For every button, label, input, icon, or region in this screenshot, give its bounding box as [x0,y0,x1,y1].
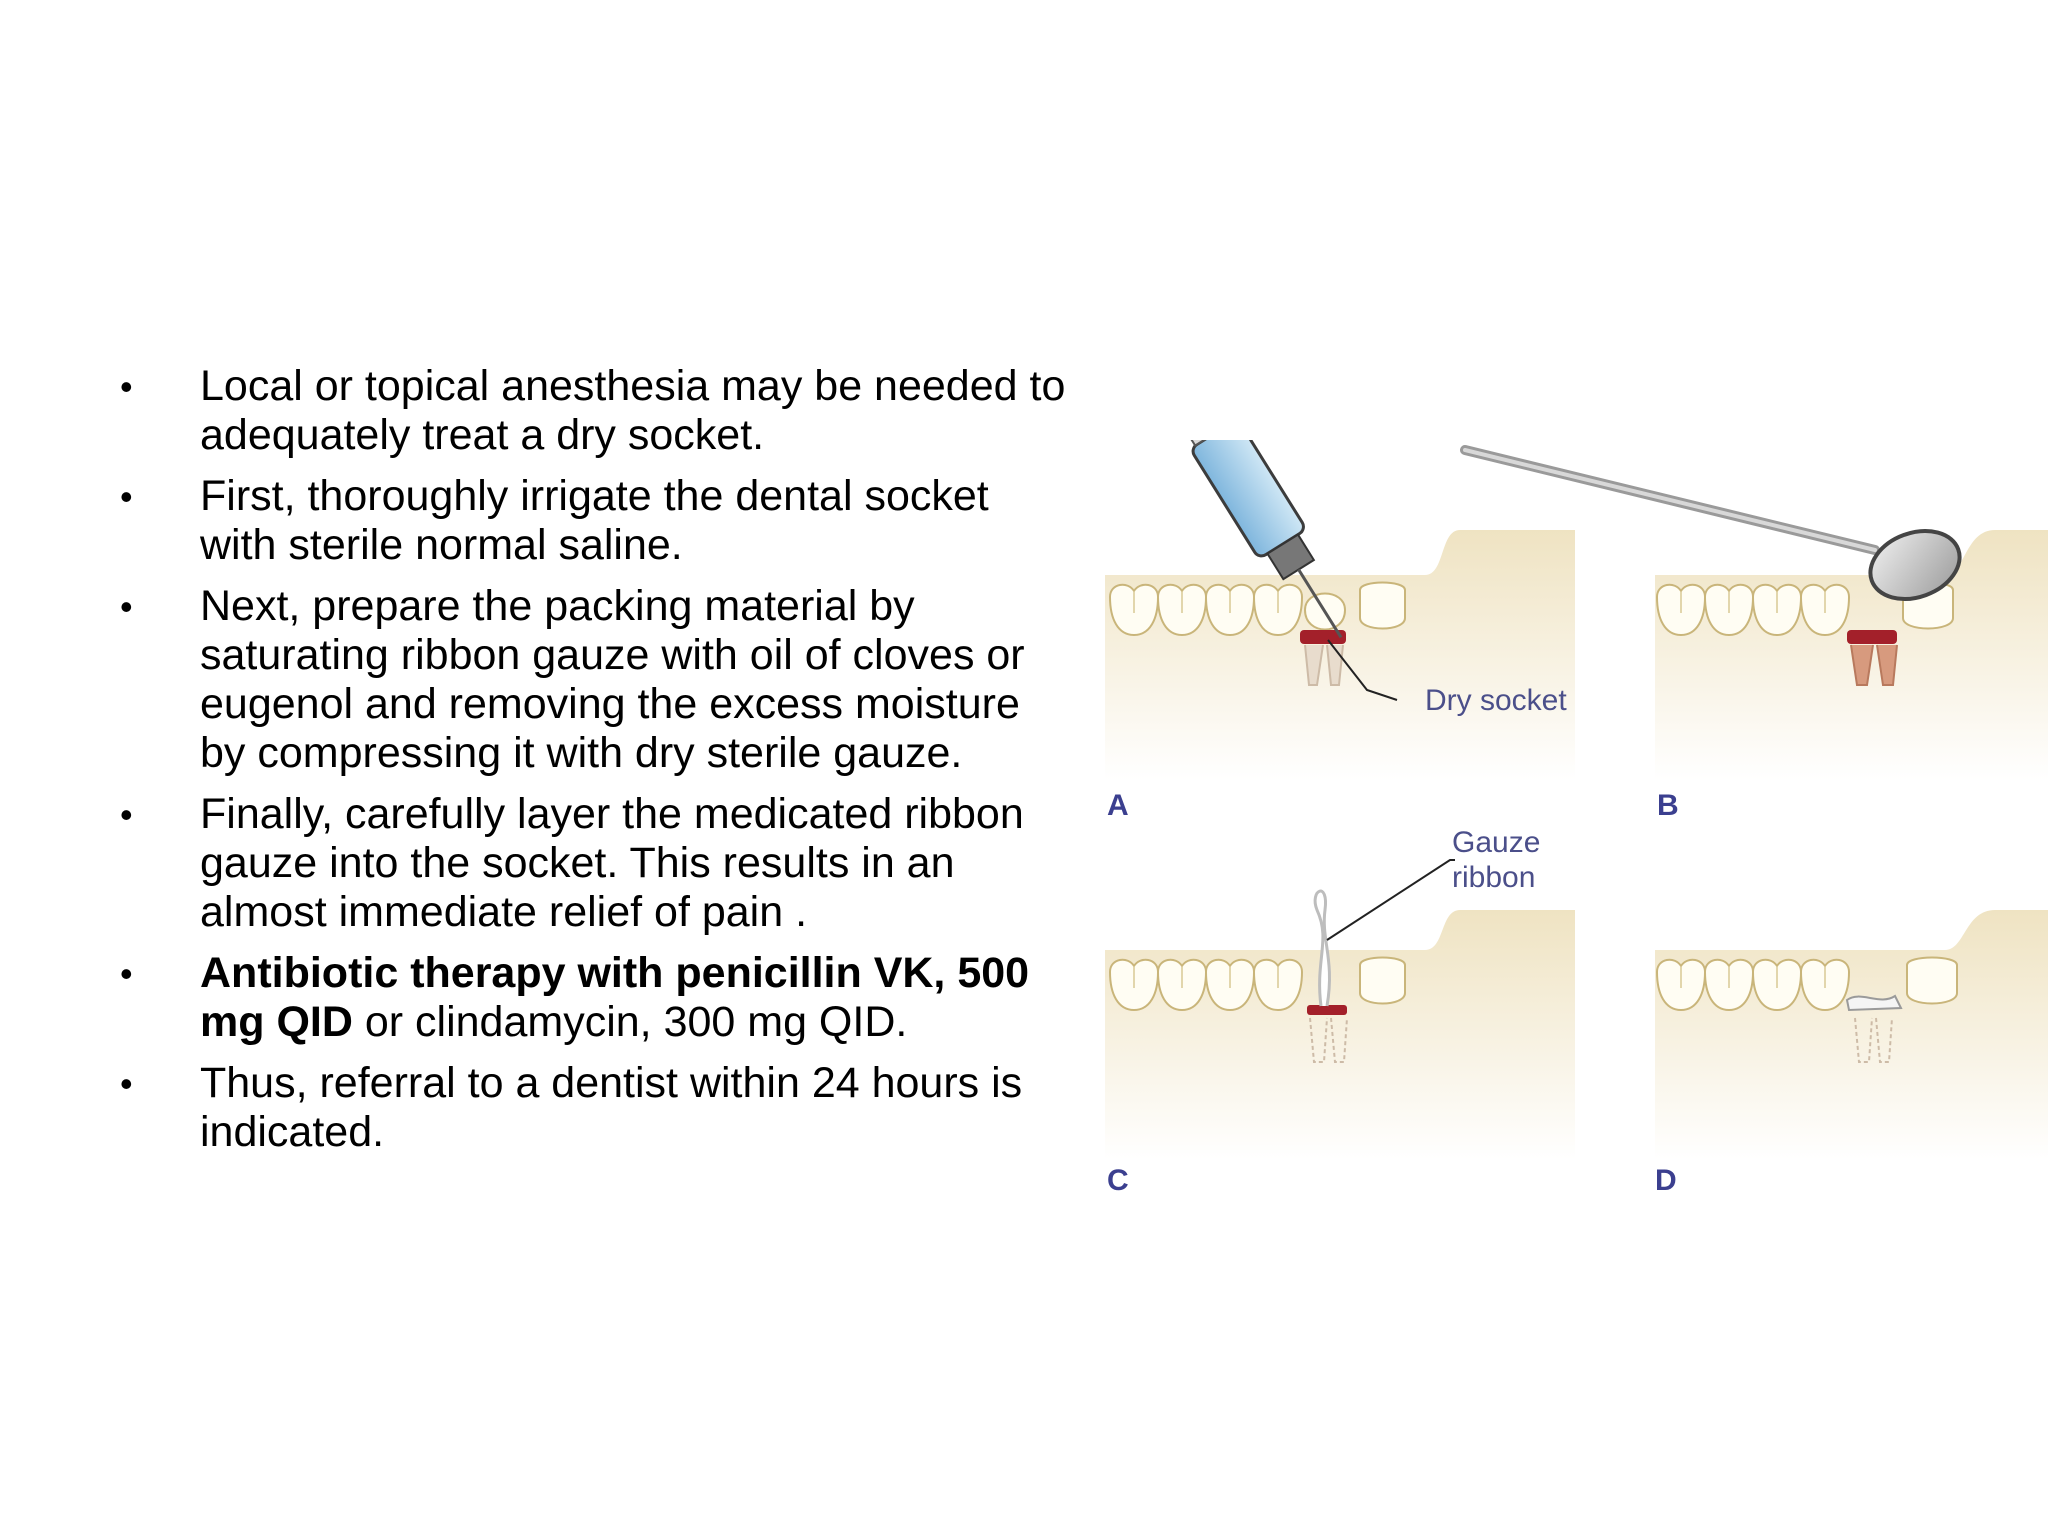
packed-gauze [1845,994,1903,1012]
bullet-bold-text: Antibiotic therapy with penicillin VK, 5… [200,949,1030,1046]
bullet-item-layer-gauze: • Finally, carefully layer the medicated… [120,790,1070,937]
panel-a: Dry socket A [1105,440,1575,822]
gauze-label-line1: Gauze [1452,826,1540,859]
bullet-text: or clindamycin, 300 mg QID. [352,998,908,1046]
bullet-text-block: • Local or topical anesthesia may be nee… [120,362,1070,1169]
bullet-text: Local or topical anesthesia may be neede… [200,362,1066,459]
gum-shape [1655,910,2048,1160]
bullet-item-packing: • Next, prepare the packing material by … [120,582,1070,778]
bullet-dot: • [120,1063,133,1104]
bullet-dot: • [120,476,133,517]
bullet-dot: • [120,794,133,835]
syringe [1167,440,1343,639]
gum-shape [1105,910,1575,1160]
dry-socket-treatment-figure: Dry socket A B [1095,440,2048,1240]
blood-clot [1847,630,1897,644]
bullet-item-anesthesia: • Local or topical anesthesia may be nee… [120,362,1070,460]
panel-c: Gauze ribbon C [1105,826,1575,1197]
blood-clot [1300,630,1346,644]
bullet-item-irrigate: • First, thoroughly irrigate the dental … [120,472,1070,570]
bullet-dot: • [120,953,133,994]
panel-letter-d: D [1655,1164,1677,1197]
panel-letter-c: C [1107,1164,1129,1197]
bullet-dot: • [120,586,133,627]
dental-mirror [1868,529,1962,601]
bullet-text: Next, prepare the packing material by sa… [200,582,1025,777]
panel-letter-a: A [1107,789,1129,822]
bullet-item-referral: • Thus, referral to a dentist within 24 … [120,1059,1070,1157]
bullet-text: First, thoroughly irrigate the dental so… [200,472,989,569]
gauze-label-line2: ribbon [1452,861,1535,894]
panel-d: D [1655,910,2048,1197]
blood-clot [1307,1005,1347,1015]
panel-b: B [1460,445,2048,822]
dry-socket-label: Dry socket [1425,684,1567,717]
dry-socket-illustration: Dry socket A B [1105,440,2048,1197]
bullet-item-antibiotic: • Antibiotic therapy with penicillin VK,… [120,949,1070,1047]
panel-letter-b: B [1657,789,1679,822]
bullet-list: • Local or topical anesthesia may be nee… [120,362,1070,1157]
bullet-dot: • [120,366,133,407]
bullet-text: Thus, referral to a dentist within 24 ho… [200,1059,1023,1156]
gauze-ribbon [1313,889,1331,1007]
bullet-text: Finally, carefully layer the medicated r… [200,790,1024,936]
